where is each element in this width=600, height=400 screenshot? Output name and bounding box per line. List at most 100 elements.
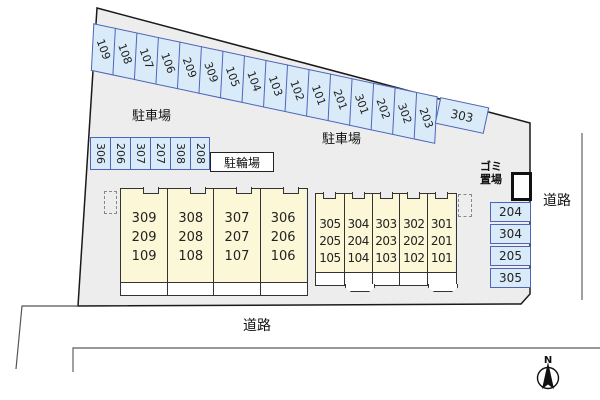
unit-entry-notch [379,192,393,199]
unit-balcony [371,273,400,285]
room-number: 203 [375,234,397,248]
building-unit: 303 203 103 [371,192,400,272]
unit-room-numbers: 301 201 101 [430,216,453,267]
garbage-box-icon [511,172,532,201]
parking-label-top: 駐車場 [132,109,172,124]
unit-room-numbers: 308 208 108 [178,209,203,266]
unit-room-numbers: 309 209 109 [132,209,157,266]
building-unit: 301 201 101 [427,192,455,272]
parking-space: 308 [170,137,190,170]
parking-space: 108 [112,27,137,80]
building-unit: 309 209 109 [121,187,168,282]
parking-space: 103 [263,59,288,112]
parking-space-number: 109 [93,37,114,62]
parking-space: 201 [327,73,352,126]
parking-space: 104 [241,55,266,108]
room-number: 206 [270,230,296,245]
room-number: 109 [131,249,157,264]
parking-space-number: 209 [179,55,200,80]
unit-balcony [343,273,372,285]
parking-space: 307 [130,137,150,170]
parking-space-number: 308 [174,143,187,164]
parking-space-number: 103 [265,73,286,99]
unit-entry-notch [323,192,336,199]
parking-space-number: 201 [330,87,350,112]
parking-space-number: 107 [136,46,157,71]
parking-space-number: 106 [158,51,178,76]
unit-entry-notch [143,187,159,194]
parking-space: 206 [110,137,130,170]
room-number: 306 [270,211,296,226]
parking-space-number: 207 [154,143,167,164]
parking-space-number: 307 [134,143,147,164]
parking-space: 102 [284,64,309,117]
room-number: 102 [403,251,425,265]
unit-room-numbers: 303 203 103 [375,216,397,267]
road-label-right: 道路 [543,193,571,209]
dashed-box-right [458,194,472,217]
room-number: 101 [430,251,453,265]
parking-space: 304 [490,224,531,244]
parking-space: 207 [150,137,170,170]
room-number: 305 [319,217,341,231]
room-number: 105 [319,251,341,265]
unit-balcony [427,273,455,285]
room-number: 207 [224,230,250,245]
parking-space-number: 208 [193,143,207,164]
parking-space-number: 102 [287,78,307,103]
room-number: 307 [224,211,250,226]
unit-entry-notch [435,192,449,199]
parking-space-number: 301 [351,92,372,117]
parking-space-number: 104 [244,69,264,94]
room-number: 103 [375,251,397,265]
room-number: 208 [178,230,204,245]
parking-space: 208 [190,137,210,170]
unit-balcony [316,273,344,285]
parking-space: 302 [392,87,417,140]
room-number: 303 [375,217,397,231]
parking-label-mid: 駐車場 [322,132,362,147]
bicycle-parking-box: 駐輪場 [210,152,274,172]
parking-space: 109 [90,23,115,76]
unit-balcony [167,283,214,295]
room-number: 308 [178,211,204,226]
parking-space: 305 [490,268,531,288]
building-left-balcony [121,282,307,295]
unit-balcony [213,283,260,295]
road-label-bottom: 道路 [243,318,271,334]
stair-entry [345,284,375,292]
parking-space: 306 [90,137,110,170]
parking-space: 309 [198,46,223,99]
room-number: 108 [178,249,204,264]
unit-entry-notch [236,187,253,194]
parking-space-number: 101 [308,83,329,108]
unit-balcony [121,283,168,295]
room-number: 301 [430,217,453,231]
parking-space: 209 [176,41,201,94]
parking-space-number: 306 [94,143,107,164]
road-curb-bottom [72,347,600,372]
room-number: 209 [131,230,157,245]
building-unit: 307 207 107 [213,187,260,282]
unit-balcony [259,283,306,295]
parking-space: 301 [349,78,374,131]
parking-space-number: 203 [415,105,436,130]
room-number: 309 [131,211,157,226]
stair-entry [428,284,458,292]
bicycle-parking-label: 駐輪場 [223,155,260,170]
room-number: 201 [430,234,453,248]
parking-space: 106 [155,36,180,90]
unit-room-numbers: 307 207 107 [225,209,250,266]
parking-space: 205 [490,246,531,266]
room-number: 107 [224,249,250,264]
